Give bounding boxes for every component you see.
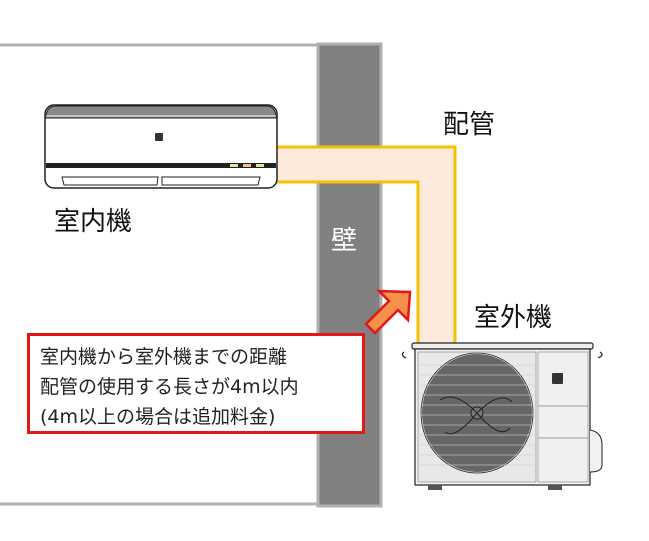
note-line: 室内機から室外機までの距離	[40, 346, 288, 368]
outdoor-unit	[401, 342, 603, 490]
outdoor-unit-label: 室外機	[474, 303, 553, 333]
arrow-icon	[364, 289, 412, 335]
wall	[316, 42, 383, 508]
note-line: 配管の使用する長さが4m以内	[40, 376, 299, 398]
pipe-label: 配管	[443, 110, 496, 140]
distance-note: 室内機から室外機までの距離 配管の使用する長さが4m以内 (4m以上の場合は追加…	[27, 333, 365, 434]
indoor-unit	[44, 104, 278, 189]
room-outline	[0, 43, 318, 506]
note-line: (4m以上の場合は追加料金)	[40, 406, 276, 428]
wall-label: 壁	[331, 226, 358, 256]
indoor-unit-label: 室内機	[54, 207, 133, 237]
pipe	[277, 145, 457, 343]
